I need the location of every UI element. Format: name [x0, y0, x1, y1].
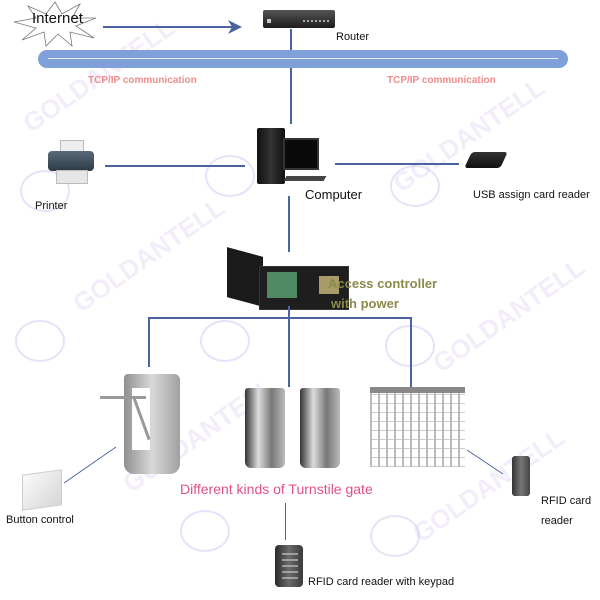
internet-router-connector: [103, 26, 238, 28]
rfid-card-reader-label-line2: reader: [541, 515, 573, 527]
exit-button-icon: [22, 469, 62, 511]
keypad-reader-icon: [275, 545, 303, 587]
watermark-text: GOLDANTELL: [387, 71, 550, 199]
flap-barrier-connector: [288, 317, 290, 387]
arrow-head-icon: [228, 20, 242, 34]
computer-controller-connector: [288, 196, 290, 252]
watermark-logo: [390, 165, 440, 207]
printer-label: Printer: [35, 200, 68, 212]
full-height-turnstile-icon: [370, 387, 465, 467]
tcp-ip-network-bus: [38, 50, 568, 68]
usb-card-reader-label: USB assign card reader: [473, 189, 590, 201]
full-height-turnstile-connector: [410, 317, 412, 387]
watermark-logo: [180, 510, 230, 552]
watermark-logo: [15, 320, 65, 362]
button-control-label: Button control: [6, 514, 74, 526]
router-bus-connector: [290, 29, 292, 51]
router-icon: [263, 10, 335, 28]
bus-computer-connector: [290, 68, 292, 124]
internet-cloud-icon: [13, 1, 97, 47]
internet-label: Internet: [32, 10, 83, 27]
keypad-reader-label: RFID card reader with keypad: [308, 576, 455, 588]
turnstile-rfid-connector: [466, 449, 504, 475]
access-controller-label-line1: Access controller: [328, 276, 438, 291]
watermark-logo: [370, 515, 420, 557]
watermark-text: GOLDANTELL: [427, 251, 590, 379]
rfid-card-reader-label-line1: RFID card: [541, 495, 592, 507]
tcp-ip-label-right: TCP/IP communication: [387, 75, 496, 86]
turnstile-caption: Different kinds of Turnstile gate: [180, 481, 373, 497]
watermark-logo: [205, 155, 255, 197]
controller-distribution-connector: [288, 306, 290, 318]
button-turnstile-connector: [63, 446, 117, 484]
usb-card-reader-icon: [464, 152, 508, 168]
rfid-card-reader-icon: [512, 456, 530, 496]
distribution-bus: [148, 317, 412, 319]
flap-barrier-right-icon: [300, 388, 340, 468]
access-controller-label-line2: with power: [331, 296, 399, 311]
tripod-turnstile-connector: [148, 317, 150, 367]
router-label: Router: [336, 31, 370, 43]
flap-barrier-left-icon: [245, 388, 285, 468]
tcp-ip-label-left: TCP/IP communication: [88, 75, 197, 86]
watermark-logo: [200, 320, 250, 362]
watermark-text: GOLDANTELL: [67, 191, 230, 319]
computer-usb-reader-connector: [335, 163, 459, 165]
printer-computer-connector: [105, 165, 245, 167]
turnstile-keypad-reader-connector: [285, 503, 286, 540]
computer-label: Computer: [305, 187, 363, 202]
